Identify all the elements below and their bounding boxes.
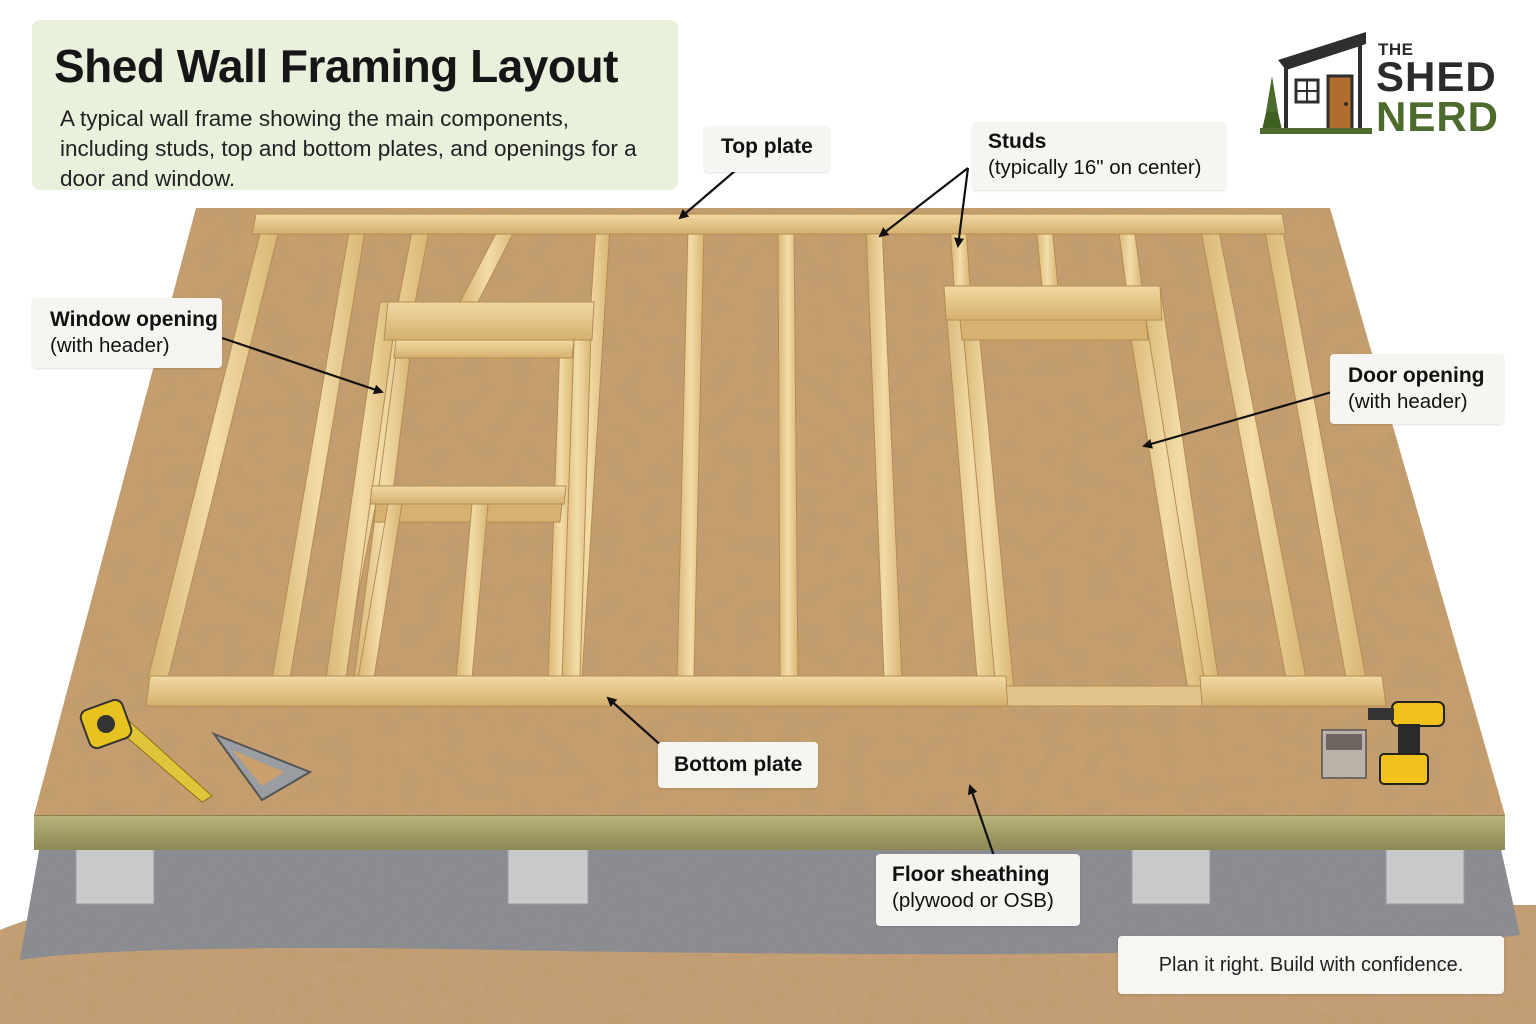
callout-window-opening: Window opening (with header) xyxy=(32,298,222,368)
callout-door-opening: Door opening (with header) xyxy=(1330,354,1504,424)
logo-the: THE xyxy=(1378,40,1414,59)
ground xyxy=(0,845,1536,1024)
bottom-plate-arrow xyxy=(606,696,665,749)
tagline: Plan it right. Build with confidence. xyxy=(1118,936,1504,994)
logo-shed: SHED xyxy=(1376,53,1497,100)
callout-door-opening-sub: (with header) xyxy=(1348,390,1468,413)
callout-door-opening-main: Door opening xyxy=(1348,364,1485,387)
callout-top-plate-main: Top plate xyxy=(721,135,813,158)
title-card: Shed Wall Framing Layout A typical wall … xyxy=(32,20,678,191)
wall-frame xyxy=(145,213,1387,707)
bottom-plate xyxy=(145,675,1387,707)
tape-measure-icon xyxy=(79,698,213,803)
shed-house-icon xyxy=(1260,32,1372,134)
studs-arrow-1 xyxy=(878,167,969,238)
top-plate xyxy=(251,213,1287,235)
callout-window-opening-sub: (with header) xyxy=(50,334,170,357)
speed-square-icon xyxy=(211,731,313,802)
door-opening-arrow xyxy=(1142,390,1333,449)
cordless-drill-icon xyxy=(1368,701,1445,785)
callout-studs: Studs (typically 16" on center) xyxy=(972,122,1226,190)
callout-studs-main: Studs xyxy=(988,130,1047,153)
top-plate-arrow xyxy=(678,169,737,220)
callout-window-opening-main: Window opening xyxy=(50,308,218,331)
callout-bottom-plate: Bottom plate xyxy=(658,742,818,788)
page-title: Shed Wall Framing Layout xyxy=(54,40,618,92)
window-opening-arrow xyxy=(221,336,384,395)
callout-studs-sub: (typically 16" on center) xyxy=(988,156,1202,179)
shed-nerd-logo: THE SHED NERD xyxy=(1256,26,1512,138)
callout-arrows xyxy=(221,167,1333,857)
door-opening-frame xyxy=(943,285,1221,691)
concrete-blocks xyxy=(75,845,1465,905)
page-description: A typical wall frame showing the main co… xyxy=(60,106,637,192)
callout-bottom-plate-main: Bottom plate xyxy=(674,753,803,776)
studs-arrow-2 xyxy=(954,167,970,248)
callout-floor-sheathing: Floor sheathing (plywood or OSB) xyxy=(876,854,1080,926)
callout-floor-sheathing-sub: (plywood or OSB) xyxy=(892,889,1054,912)
logo-nerd: NERD xyxy=(1376,93,1500,140)
nail-box-icon xyxy=(1321,729,1367,779)
callout-floor-sheathing-main: Floor sheathing xyxy=(892,863,1050,886)
callout-top-plate: Top plate xyxy=(704,126,830,172)
floor-sheathing-arrow xyxy=(967,784,996,857)
